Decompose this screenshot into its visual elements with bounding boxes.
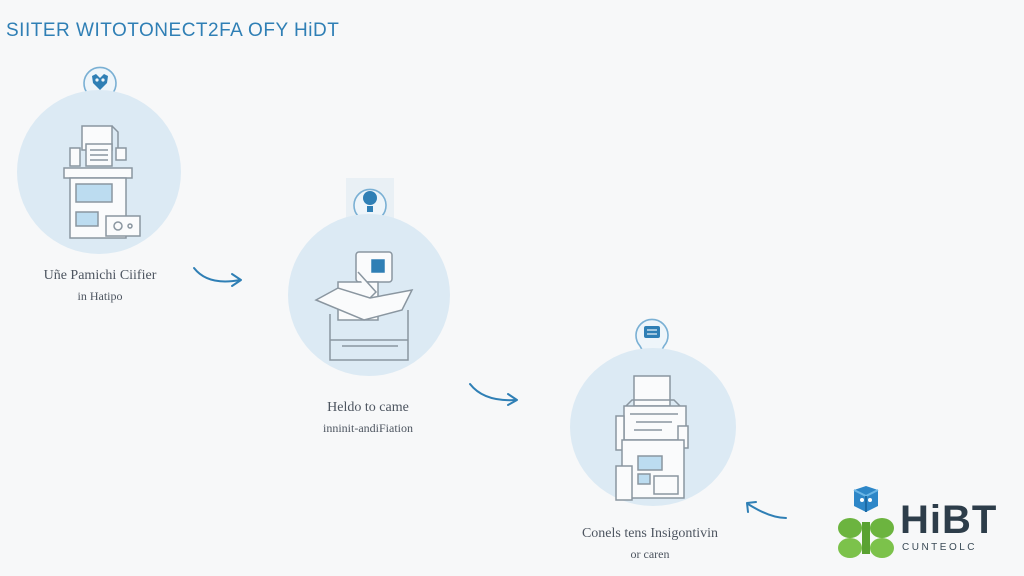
open-box-icon	[314, 251, 414, 361]
arrow-left-icon	[746, 501, 787, 519]
step-1-line1: Uñe Pamichi Ciifier	[43, 268, 157, 283]
step-2-line1: Heldo to came	[327, 400, 409, 415]
logo-wordmark: HiBT	[900, 498, 998, 542]
arrow-right-icon	[469, 383, 518, 406]
hibt-logo: HiBT CUNTEOLC	[836, 486, 1021, 560]
logo-subtitle: CUNTEOLC	[902, 542, 978, 553]
step-2-caption: Heldo to came inninit-andiFiation	[278, 398, 458, 438]
printer-icon	[615, 375, 689, 501]
step-3-line1: Conels tens Insigontivin	[581, 526, 719, 541]
step-2-line2: inninit-andiFiation	[323, 421, 413, 435]
step-1-line2: in Hatipo	[77, 289, 123, 303]
step-3-line2: or caren	[630, 547, 670, 561]
page-title: SIITER WITOTONECT2FA OFY HiDT	[6, 20, 340, 41]
document-pin-icon	[635, 318, 669, 370]
step-1-caption: Uñe Pamichi Ciifier in Hatipo	[10, 266, 190, 306]
hibt-logo-icon	[838, 486, 894, 558]
printer-icon	[63, 125, 141, 239]
arrow-right-icon	[193, 267, 242, 287]
step-3-caption: Conels tens Insigontivin or caren	[560, 524, 740, 564]
